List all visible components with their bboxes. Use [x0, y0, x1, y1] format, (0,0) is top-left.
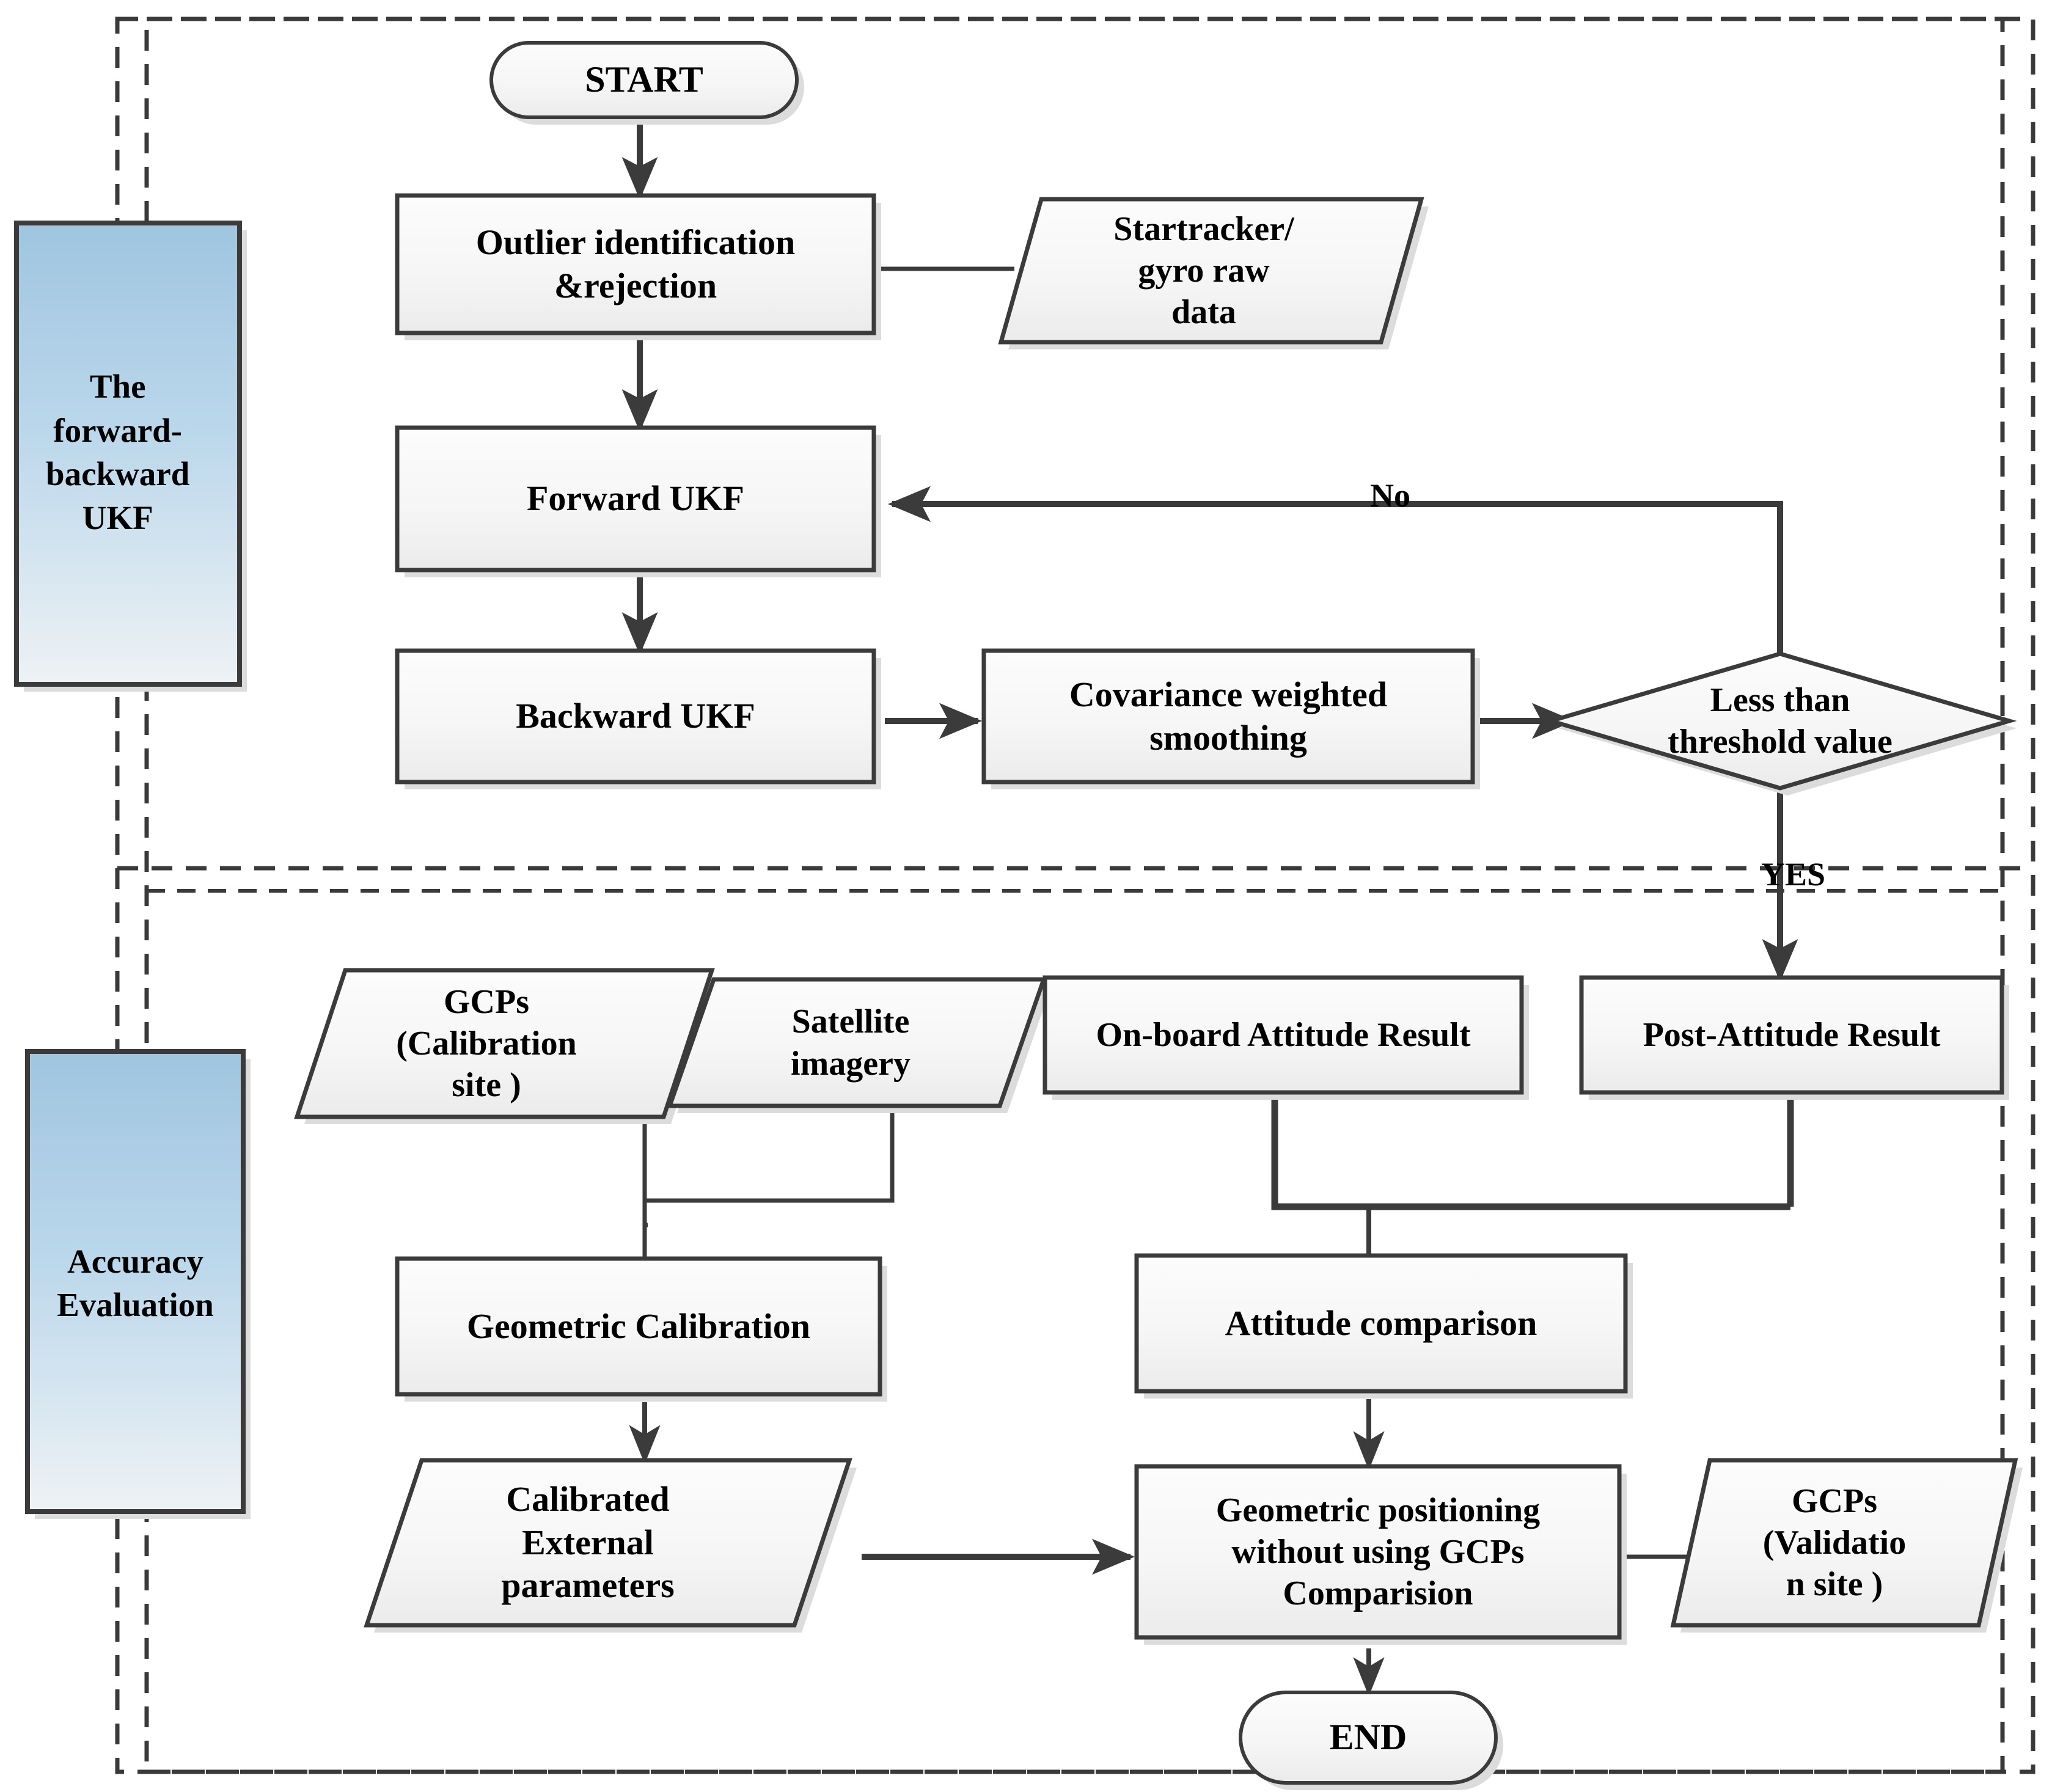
node-shape-gcps-calibration[interactable]	[294, 968, 715, 1119]
group-panel-accuracy-evaluation[interactable]	[25, 1049, 246, 1514]
edge-label-no: No	[1370, 477, 1410, 514]
node-shape-attitude-comparison[interactable]	[1134, 1253, 1628, 1394]
edge-satellite-imagery-to-geometric-calibration	[645, 1106, 895, 1203]
node-shape-outlier[interactable]	[395, 193, 876, 335]
node-shape-onboard-attitude[interactable]	[1042, 975, 1524, 1095]
edge-onboard-attitude-to-attitude-comparison	[1271, 1100, 1790, 1210]
node-shape-geometric-calibration[interactable]	[395, 1256, 882, 1397]
node-shape-gcps-validation[interactable]	[1670, 1458, 2018, 1628]
edge-label-yes: YES	[1761, 856, 1826, 893]
node-shape-threshold[interactable]	[1543, 651, 2017, 791]
node-shape-satellite-imagery[interactable]	[667, 977, 1047, 1108]
group-label-forward-backward-ukf: The forward- backward UKF	[23, 342, 233, 562]
group-label-text: The forward- backward UKF	[46, 368, 190, 536]
node-shape-startracker[interactable]	[998, 197, 1424, 345]
edge-threshold-no-to-forward-ukf	[888, 486, 1783, 654]
node-shape-calibrated-params[interactable]	[364, 1458, 852, 1628]
node-shape-backward-ukf[interactable]	[395, 648, 876, 784]
node-shape-post-attitude[interactable]	[1579, 975, 2004, 1095]
group-label-text: Accuracy Evaluation	[57, 1242, 214, 1324]
connectors	[621, 122, 1798, 1697]
node-shape-forward-ukf[interactable]	[395, 425, 876, 572]
node-shape-start[interactable]	[489, 41, 799, 119]
section-borders	[115, 16, 2036, 1774]
inner-dashed-border	[144, 16, 2005, 1774]
group-panel-forward-backward-ukf[interactable]	[14, 221, 242, 687]
node-shape-geometric-positioning[interactable]	[1134, 1464, 1622, 1640]
group-label-accuracy-evaluation: Accuracy Evaluation	[27, 1228, 243, 1338]
group-panels	[14, 221, 251, 1519]
node-shapes	[294, 41, 2023, 1790]
node-shape-end[interactable]	[1239, 1691, 1498, 1785]
node-shape-covariance[interactable]	[981, 648, 1475, 784]
